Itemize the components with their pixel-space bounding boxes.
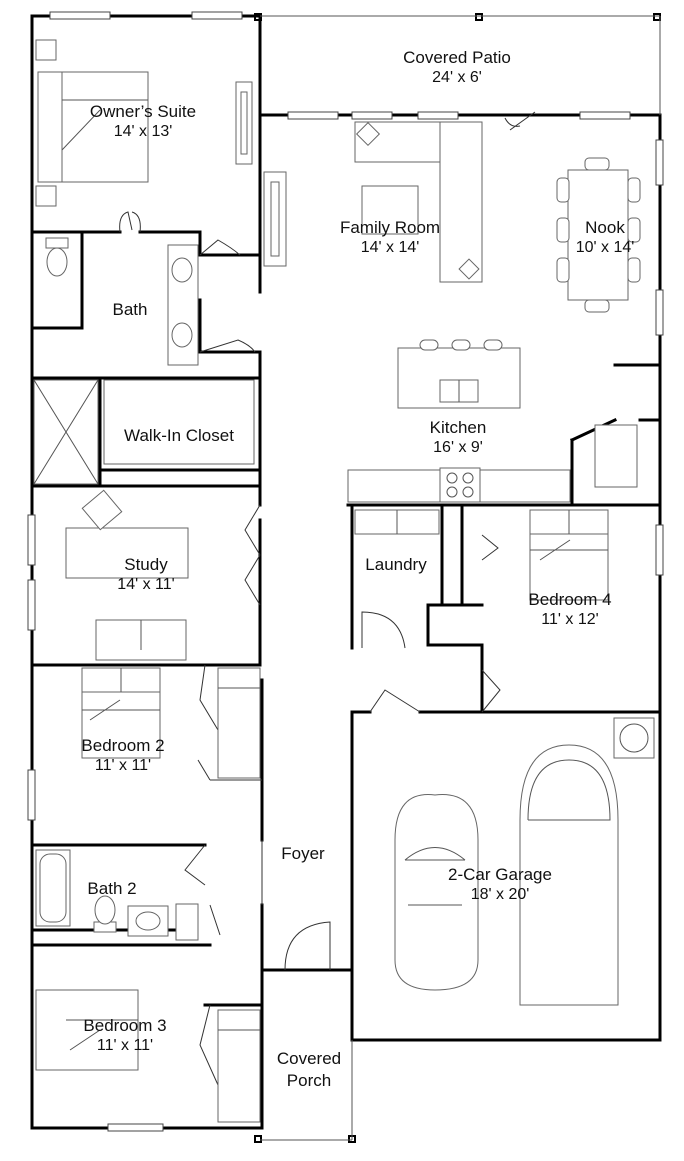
- room-dimensions: 11' x 12': [541, 611, 599, 628]
- study-label: Study 14' x 11': [86, 555, 206, 595]
- room-dimensions: 14' x 14': [360, 239, 420, 256]
- kitchen-fixtures: [347, 339, 638, 503]
- room-name: Foyer: [281, 844, 325, 863]
- garage-label: 2-Car Garage 18' x 20': [420, 865, 580, 905]
- room-name: Bath 2: [87, 879, 137, 898]
- foyer-label: Foyer: [268, 844, 338, 864]
- bath-label: Bath: [90, 300, 170, 320]
- room-name: Kitchen: [429, 418, 487, 437]
- walk-in-closet-label: Walk-In Closet: [104, 426, 254, 446]
- room-name: Covered Patio: [403, 48, 511, 67]
- owners-suite-furniture: [35, 39, 253, 207]
- windows: [27, 11, 664, 1132]
- room-name: Bedroom 4: [528, 590, 612, 609]
- room-name: Nook: [585, 218, 625, 237]
- doors: [119, 111, 536, 1086]
- covered-porch-label: Covered Porch: [264, 1048, 354, 1092]
- room-dimensions: 14' x 11': [117, 576, 175, 593]
- room-name: Study: [124, 555, 168, 574]
- room-dimensions: 24' x 6': [432, 69, 482, 86]
- bath-2-fixtures: [35, 849, 199, 941]
- room-dimensions: 18' x 20': [470, 886, 530, 903]
- bedroom-3-label: Bedroom 3 11' x 11': [60, 1016, 190, 1056]
- family-room-label: Family Room 14' x 14': [310, 218, 470, 258]
- covered-patio-label: Covered Patio 24' x 6': [362, 48, 552, 88]
- family-room-furniture: [263, 121, 641, 313]
- room-name: Bedroom 2: [81, 736, 165, 755]
- room-name: Owner’s Suite: [89, 102, 197, 121]
- owners-suite-label: Owner’s Suite 14' x 13': [58, 102, 228, 142]
- room-dimensions: 10' x 14': [575, 239, 635, 256]
- bedroom-4-furniture: [529, 509, 609, 601]
- room-dimensions: 11' x 11': [96, 1037, 154, 1054]
- room-name: Bedroom 3: [83, 1016, 167, 1035]
- room-name: Walk-In Closet: [124, 426, 234, 445]
- bath-fixtures: [33, 237, 255, 485]
- garage-contents: [394, 717, 655, 1006]
- study-furniture: [65, 489, 189, 661]
- bath-2-label: Bath 2: [72, 879, 152, 899]
- laundry-label: Laundry: [352, 555, 440, 575]
- interior-walls: [30, 230, 662, 1130]
- room-name: Family Room: [339, 218, 441, 237]
- bedroom-4-label: Bedroom 4 11' x 12': [505, 590, 635, 630]
- laundry-fixtures: [354, 509, 440, 535]
- room-name: 2-Car Garage: [448, 865, 552, 884]
- room-name: Covered Porch: [276, 1049, 342, 1090]
- bedroom-3-furniture: [35, 989, 261, 1123]
- room-dimensions: 11' x 11': [94, 757, 152, 774]
- bedroom-2-furniture: [81, 667, 261, 779]
- room-dimensions: 14' x 13': [113, 123, 173, 140]
- room-name: Bath: [112, 300, 148, 319]
- room-dimensions: 16' x 9': [433, 439, 483, 456]
- nook-label: Nook 10' x 14': [550, 218, 660, 258]
- kitchen-label: Kitchen 16' x 9': [398, 418, 518, 458]
- bedroom-2-label: Bedroom 2 11' x 11': [58, 736, 188, 776]
- room-name: Laundry: [365, 555, 427, 574]
